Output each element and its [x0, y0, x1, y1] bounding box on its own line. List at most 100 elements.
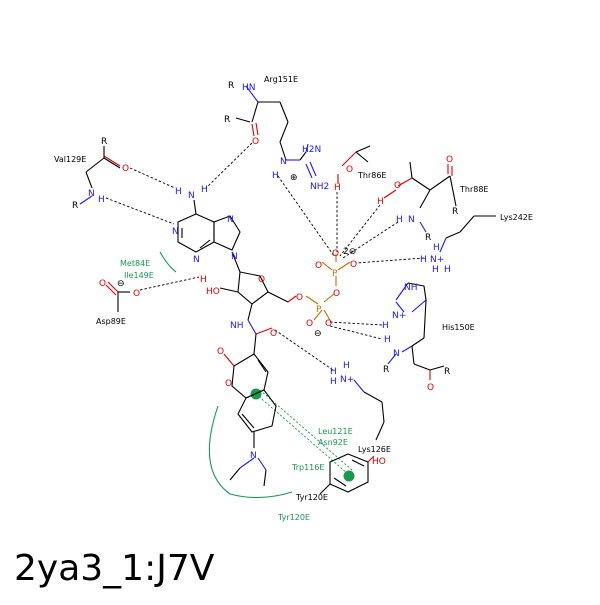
atom-o-ribose: O	[258, 275, 265, 285]
atom-n-ade7: N	[227, 215, 234, 225]
atom-n-his: N	[393, 349, 400, 359]
atom-o-asp2: O	[133, 289, 140, 299]
residue-his150	[387, 282, 445, 380]
atom-r-val2: R	[72, 201, 78, 211]
ligand-adenine	[177, 199, 241, 253]
atom-n-ade3: N	[193, 255, 200, 265]
atom-h-lys242d: H	[432, 265, 439, 275]
atom-ho-ribose: HO	[206, 287, 220, 297]
complex-id-caption: 2ya3_1:J7V	[14, 548, 215, 589]
atom-h-amine1: H	[175, 187, 182, 197]
atom-h-arg: H	[272, 171, 279, 181]
atom-r-thr88: R	[452, 207, 458, 217]
label-lys242: Lys242E	[500, 213, 533, 222]
atom-h-his1: H	[382, 321, 389, 331]
atom-h-thr88: H	[377, 197, 384, 207]
atom-nh2-arg: NH2	[310, 182, 329, 192]
label-tyr120-hydrophobic: Tyr120E	[277, 513, 310, 522]
atom-h-his2: H	[384, 335, 391, 345]
atom-o-coumarin2: O	[225, 379, 232, 389]
label-met84: Met84E	[120, 259, 150, 268]
atom-minus-p1: ⊖	[314, 329, 322, 339]
atom-h-thr86: H	[334, 183, 341, 193]
atom-h-amine2: H	[201, 185, 208, 195]
label-thr88: Thr88E	[459, 185, 488, 194]
atom-o-bridge2: O	[333, 289, 340, 299]
ligand-ribose	[219, 251, 351, 321]
atom-nplus-lys126: N+	[340, 375, 354, 385]
atom-o-p2b: O	[350, 260, 357, 270]
atom-ho-tyr: HO	[372, 457, 386, 467]
atom-o-thr86: O	[346, 165, 353, 175]
hydrophobic-arc-met84	[159, 251, 177, 273]
atom-o-his: O	[427, 383, 434, 393]
label-his150: His150E	[442, 323, 475, 332]
atom-n-diethyl: N	[250, 451, 257, 461]
atom-h-lys126b: H	[343, 361, 350, 371]
residue-thr88	[383, 161, 457, 233]
atom-o-p1a: O	[306, 319, 313, 329]
label-thr86: Thr86E	[357, 171, 386, 180]
atom-p1: P	[316, 305, 322, 315]
atom-p2: P	[332, 269, 338, 279]
residue-asp89	[105, 281, 130, 312]
atom-nh-ribose: NH	[230, 321, 244, 331]
atom-o-p2c: O	[332, 249, 339, 259]
label-asn92: Asn92E	[318, 438, 348, 447]
label-ile149: Ile149E	[124, 271, 154, 280]
atom-plus-arg: ⊕	[290, 173, 298, 183]
atom-o-thr88-side: O	[394, 181, 401, 191]
atom-o-p1b: O	[325, 319, 332, 329]
atom-n-thr88: N	[408, 215, 415, 225]
pi-centroid-tyr120	[343, 470, 355, 482]
label-leu121: Leu121E	[318, 427, 353, 436]
atom-r-his2: R	[444, 367, 450, 377]
atom-h-lys126a: H	[330, 367, 337, 377]
atom-n-amine: N	[188, 191, 195, 201]
atom-r-val: R	[101, 137, 107, 147]
atom-h-thr88n: H	[396, 215, 403, 225]
atom-h-lys242: H	[420, 255, 427, 265]
residue-lys242	[439, 215, 496, 253]
residue-tyr120	[319, 453, 375, 495]
atom-minus-asp: ⊖	[117, 279, 125, 289]
label-asp89: Asp89E	[96, 317, 126, 326]
residue-thr86	[337, 145, 371, 184]
atom-h2n-arg: H2N	[302, 145, 321, 155]
atom-2minus-p2: 2⊖	[343, 247, 356, 257]
atom-o-amide: O	[270, 329, 277, 339]
atom-labels: R HN R O N H H2N NH2 ⊕ R O N H R N H H N…	[72, 81, 458, 467]
label-arg151: Arg151E	[264, 75, 298, 84]
atom-r-thr88b: R	[425, 233, 431, 243]
atom-nplus-lys242: N+	[430, 255, 444, 265]
atom-r-his: R	[383, 365, 389, 375]
atom-hn-arg: HN	[242, 83, 256, 93]
atom-o-coumarin1: O	[217, 347, 224, 357]
atom-o-p2a: O	[315, 261, 322, 271]
label-lys126: Lys126E	[358, 445, 391, 454]
pi-stack-line-b	[259, 389, 353, 471]
atom-h-lys126c: H	[330, 377, 337, 387]
atom-n-ade1: N	[172, 227, 179, 237]
residue-lys126	[353, 379, 385, 441]
atom-o-thr88: O	[446, 155, 453, 165]
atom-h-val: H	[98, 195, 105, 205]
hydrophobic-arc-pocket	[208, 405, 293, 499]
atom-r-arg: R	[228, 81, 234, 91]
atom-r-arg2: R	[224, 115, 230, 125]
atom-nplus-his: N+	[392, 311, 406, 321]
atom-n-val: N	[88, 189, 95, 199]
label-val129: Val129E	[54, 155, 86, 164]
atom-o-val: O	[122, 164, 129, 174]
atom-o-arg: O	[252, 137, 259, 147]
hydrogen-bonds	[105, 142, 425, 371]
label-tyr120-residue: Tyr120E	[295, 493, 328, 502]
ligand-coumarin	[223, 319, 277, 487]
atom-h-lys242c: H	[444, 265, 451, 275]
atom-o-asp1: O	[99, 279, 106, 289]
residue-labels: Arg151E Val129E Thr86E Thr88E Lys242E Me…	[54, 75, 533, 522]
atom-n-arg: N	[280, 157, 287, 167]
atom-h-lys242b: H	[433, 243, 440, 253]
